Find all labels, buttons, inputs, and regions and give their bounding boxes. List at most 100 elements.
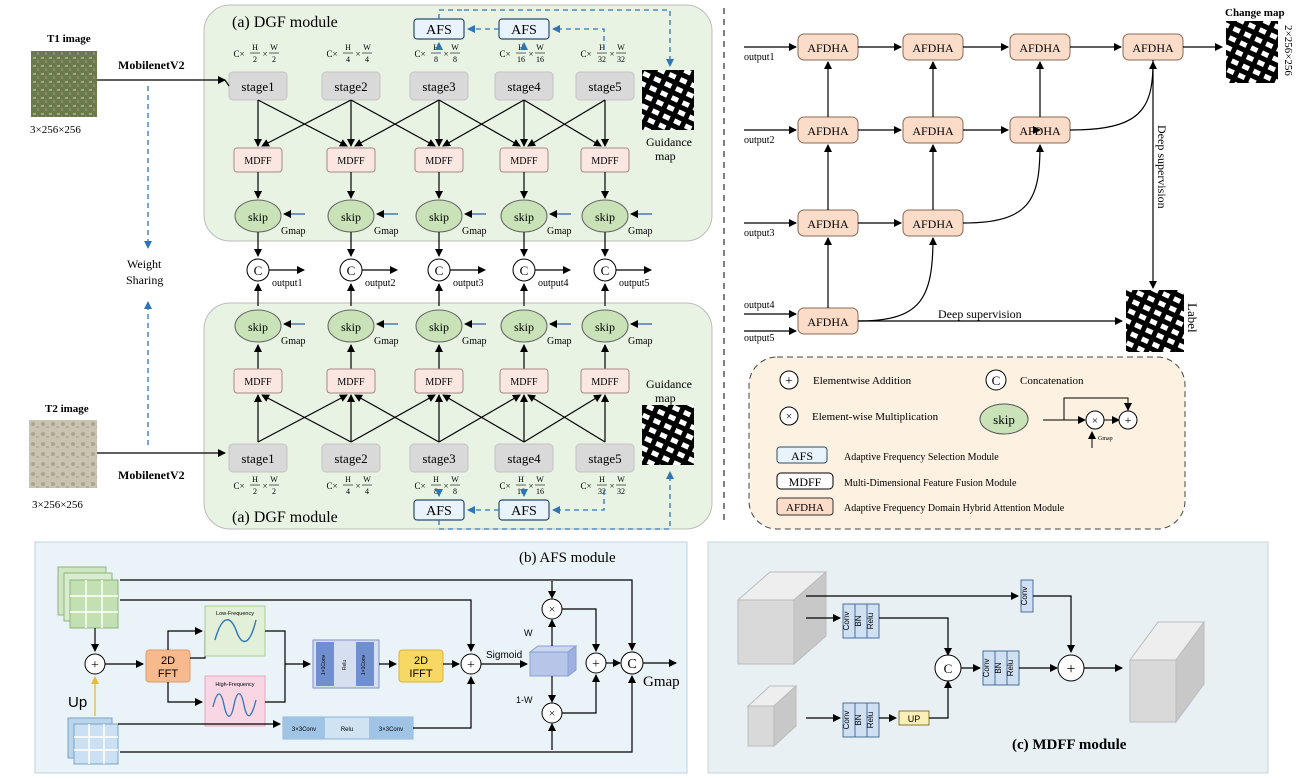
- decoder-output-5: output5: [744, 333, 775, 344]
- guidance-bottom-1: Guidance: [646, 377, 692, 391]
- gmap-bottom-5: Gmap: [628, 336, 652, 347]
- label-image: [1126, 290, 1184, 352]
- conv1-a-label: 1×1Conv: [321, 654, 327, 675]
- legend-mult-text: Element-wise Multiplication: [812, 411, 939, 423]
- mdff-conv-mid-label: Conv: [982, 659, 991, 678]
- dim-top-times-4: ×: [528, 49, 533, 59]
- gmap-bottom-2: Gmap: [374, 336, 398, 347]
- mdff-relu-mid-label: Relu: [1006, 660, 1015, 676]
- stage-top-label-4: stage4: [507, 79, 541, 94]
- dim-bottom-num2-5: W: [617, 475, 625, 484]
- dim-bottom-times-2: ×: [355, 481, 360, 491]
- dim-bottom-den2-2: 4: [365, 487, 369, 496]
- dim-bottom-num2-4: W: [536, 475, 544, 484]
- dim-top-den2-4: 16: [536, 55, 544, 64]
- legend-plus-text: Elementwise Addition: [813, 375, 912, 387]
- dim-bottom-prefix-3: C×: [414, 481, 425, 491]
- gmap-top-2: Gmap: [374, 226, 398, 237]
- dim-bottom-times-4: ×: [528, 481, 533, 491]
- stage-bottom-1: [228, 443, 288, 473]
- legend-mult-small-icon: ×: [1092, 415, 1098, 427]
- concat-label-4: C: [520, 263, 529, 278]
- mdff-bn-bottom-label: BN: [854, 714, 863, 725]
- skip-top-label-4: skip: [514, 210, 534, 224]
- dim-top-num2-5: W: [617, 43, 625, 52]
- mdff-conv-bottom-label: Conv: [842, 711, 851, 730]
- dim-bottom-den-1: 2: [253, 487, 257, 496]
- afdha-label-7: AFDHA: [1019, 124, 1061, 138]
- legend-mdff-text: Multi-Dimensional Feature Fusion Module: [844, 478, 1017, 489]
- dim-bottom-prefix-1: C×: [233, 481, 244, 491]
- guidance-bottom-2: map: [655, 391, 676, 405]
- dim-top-prefix-5: C×: [580, 49, 591, 59]
- dgf-top-panel: [203, 4, 713, 242]
- dim-bottom-num2-2: W: [363, 475, 371, 484]
- afdha-label-3: AFDHA: [1019, 41, 1061, 55]
- low-frequency-label: Low-Frequency: [216, 611, 254, 617]
- legend-box: [748, 356, 1186, 530]
- ifft-label-1: 2D: [414, 655, 428, 667]
- dim-bottom-den-2: 4: [346, 487, 350, 496]
- high-frequency-wave-icon: [212, 693, 257, 717]
- t1-image: [31, 51, 97, 117]
- mdff-conv-block-bottom: Conv BN Relu: [842, 702, 880, 738]
- afdha-label-4: AFDHA: [1132, 41, 1174, 55]
- afs-add-2-icon: +: [467, 658, 475, 673]
- legend-afdha-text: Adaptive Frequency Domain Hybrid Attenti…: [844, 503, 1065, 514]
- gmap-top-3: Gmap: [462, 226, 486, 237]
- change-map-image: [1226, 21, 1278, 83]
- relu-a-label: Relu: [342, 660, 348, 671]
- mdff-bottom-label-2: MDFF: [337, 377, 365, 388]
- mdff-concat-symbol: C: [944, 661, 953, 676]
- sigmoid-label: Sigmoid: [486, 650, 522, 661]
- conv1-b-label: 1×1Conv: [361, 654, 367, 675]
- afs-mult-top-icon: ×: [549, 602, 556, 616]
- dim-top-times-5: ×: [609, 49, 614, 59]
- afs-top-1-label: AFS: [426, 23, 452, 38]
- dim-top-num2-1: W: [270, 43, 278, 52]
- mdff-top-label-4: MDFF: [510, 156, 538, 167]
- skip-top-label-2: skip: [341, 210, 361, 224]
- afdha-label-9: AFDHA: [912, 217, 954, 231]
- legend-skip: skip: [993, 412, 1015, 427]
- guidance-top-2: map: [655, 149, 676, 163]
- mdff-bottom-4: [499, 368, 549, 394]
- dim-top-num-4: H: [518, 43, 524, 52]
- dim-top-den2-2: 4: [365, 55, 369, 64]
- skip-bottom-1: [234, 309, 282, 343]
- stage-bottom-label-5: stage5: [588, 451, 621, 466]
- backbone-label-bottom: MobilenetV2: [118, 468, 185, 482]
- gmap-bottom-4: Gmap: [547, 336, 571, 347]
- label-text: Label: [1185, 303, 1200, 333]
- deep-supervision-horizontal: Deep supervision: [938, 307, 1022, 321]
- mdff-bottom-1: [233, 368, 283, 394]
- afs-mult-bottom-icon: ×: [549, 706, 556, 720]
- gmap-top-4: Gmap: [547, 226, 571, 237]
- high-frequency-label: High-Frequency: [215, 682, 254, 688]
- dim-top-den2-3: 8: [453, 55, 457, 64]
- fft-label-1: 2D: [161, 655, 175, 667]
- stage-top-label-1: stage1: [241, 79, 274, 94]
- mdff-bottom-label-4: MDFF: [510, 377, 538, 388]
- t2-size: 3×256×256: [32, 499, 83, 511]
- dgf-title-bottom: (a) DGF module: [232, 509, 338, 526]
- legend-plus-small-icon: +: [1125, 413, 1132, 427]
- plus-symbol-icon: +: [785, 374, 793, 389]
- dim-top-times-2: ×: [355, 49, 360, 59]
- legend-concat-text: Concatenation: [1020, 375, 1084, 387]
- skip-bottom-4: [500, 309, 548, 343]
- guidance-map-top: [642, 70, 694, 130]
- mdff-module-title: (c) MDFF module: [1012, 737, 1127, 753]
- mdff-conv-block-top: Conv BN Relu: [842, 603, 880, 639]
- conv3-a-label: 3×3Conv: [292, 727, 316, 733]
- relu-b-label: Relu: [341, 727, 353, 733]
- dim-top-times-1: ×: [262, 49, 267, 59]
- skip-bottom-label-2: skip: [341, 320, 361, 334]
- stage-bottom-label-1: stage1: [241, 451, 274, 466]
- dgf-output-2: output2: [365, 278, 396, 289]
- guidance-map-bottom: [642, 405, 694, 465]
- dim-top-den-4: 16: [517, 55, 525, 64]
- afdha-label-5: AFDHA: [807, 124, 849, 138]
- afs-bottom-2-label: AFS: [511, 504, 537, 519]
- dim-top-num-1: H: [252, 43, 258, 52]
